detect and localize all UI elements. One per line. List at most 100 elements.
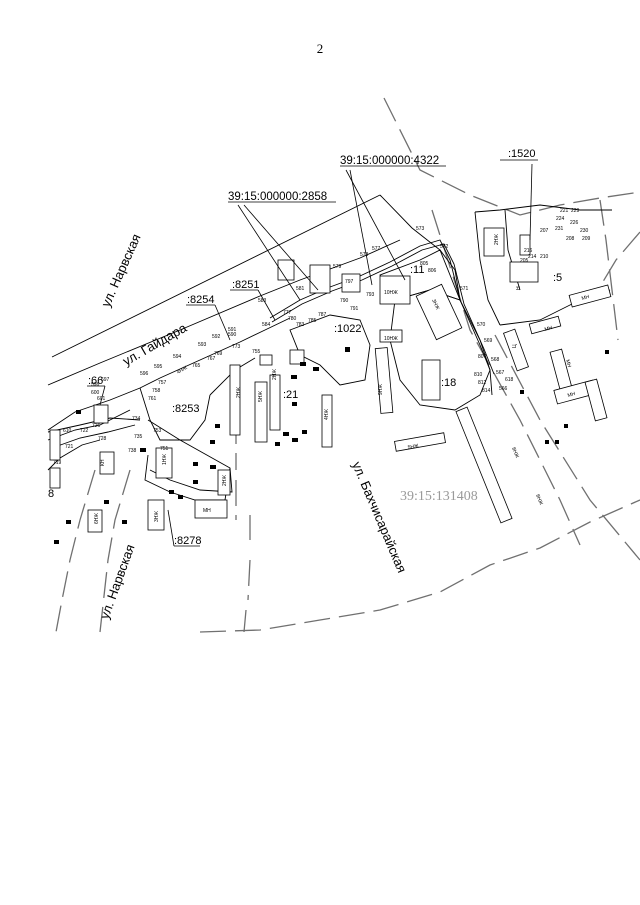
building-label: 9НЖ xyxy=(378,384,384,395)
callout-2858: 39:15:000000:2858 xyxy=(228,191,327,203)
building-label: 6НЖ xyxy=(94,513,100,524)
point-label: 578 xyxy=(360,252,369,258)
point-label: 598 xyxy=(91,382,100,388)
point-label: 214 xyxy=(528,254,537,260)
point-label: 790 xyxy=(340,298,349,304)
building-label: 3НЖ xyxy=(154,511,160,522)
quarter-boundary-lines xyxy=(55,97,640,633)
point-label: 755 xyxy=(252,349,261,355)
point-label: 230 xyxy=(580,228,589,234)
point-label: 601 xyxy=(97,396,106,402)
parcel-label-66: :66 xyxy=(88,375,103,387)
point-label: 221 xyxy=(560,208,569,214)
building-label: 2НЖ xyxy=(222,475,228,486)
point-label: 226 xyxy=(570,220,579,226)
point-label: 573 xyxy=(416,226,425,232)
point-label: 592 xyxy=(212,334,221,340)
point-label: 765 xyxy=(192,363,201,369)
parcel-label-8254: :8254 xyxy=(187,294,215,306)
point-label: 567 xyxy=(496,370,505,376)
point-label: 566 xyxy=(499,386,508,392)
small-structures xyxy=(54,347,609,544)
point-label: 618 xyxy=(505,377,514,383)
building-label: Ц xyxy=(512,344,518,348)
parcel-label-1022: :1022 xyxy=(334,323,362,335)
point-label: 572 xyxy=(440,244,449,250)
quarter-number: 39:15:131408 xyxy=(400,489,478,504)
building-label: МН xyxy=(567,391,576,399)
point-label: 210 xyxy=(540,254,549,260)
point-label: 597 xyxy=(101,377,110,383)
point-label: 735 xyxy=(134,434,143,440)
building-label: 4НЖ xyxy=(176,365,189,376)
point-label: 812 xyxy=(478,380,487,386)
building-label: 10НЖ xyxy=(384,290,398,296)
point-label: 577 xyxy=(372,246,381,252)
building-label: КН xyxy=(100,459,106,466)
point-label: 780 xyxy=(288,316,297,322)
point-label: 583 xyxy=(258,298,267,304)
building-label: МН xyxy=(203,508,211,514)
street-label-bakhchisaraiskaya: ул. Бахчисарайская xyxy=(349,459,409,575)
point-label: 208 xyxy=(566,236,575,242)
point-label: 761 xyxy=(148,396,157,402)
building-label: 8НЖ xyxy=(510,447,520,460)
point-label: 758 xyxy=(152,388,161,394)
parcel-label-8: 8 xyxy=(48,488,54,500)
point-label: 600 xyxy=(91,390,100,396)
point-label: 205 xyxy=(520,258,529,264)
point-label: 593 xyxy=(198,342,207,348)
point-label: 594 xyxy=(173,354,182,360)
street-label-gaidara: ул. Гайдара xyxy=(120,320,190,369)
point-label: 810 xyxy=(474,372,483,378)
point-label: 570 xyxy=(477,322,486,328)
point-label: 783 xyxy=(296,322,305,328)
point-label: 797 xyxy=(345,279,354,285)
street-label-narvskaya-top: ул. Нарвская xyxy=(98,232,144,310)
building-label: 3НЖ xyxy=(430,298,440,311)
building-label: 1НЖ xyxy=(162,454,168,465)
point-label: 805 xyxy=(420,261,429,267)
point-label: 806 xyxy=(428,268,437,274)
point-label: 569 xyxy=(484,338,493,344)
building-label: 5НЖ xyxy=(407,443,419,451)
point-label: 590 xyxy=(228,332,237,338)
point-label: 734 xyxy=(132,416,141,422)
building-label: 2НЖ xyxy=(494,234,500,245)
point-label: 785 xyxy=(308,318,317,324)
point-label: 753 xyxy=(153,428,162,434)
buildings xyxy=(49,227,612,533)
parcel-label-8253: :8253 xyxy=(172,403,200,415)
point-label: 209 xyxy=(582,236,591,242)
parcel-label-8251: :8251 xyxy=(232,279,260,291)
point-label: 791 xyxy=(350,306,359,312)
point-label: 568 xyxy=(491,357,500,363)
survey-point-labels: 573 572 571 570 569 568 567 566 618 577 … xyxy=(53,208,591,466)
building-label: 10НЖ xyxy=(384,336,398,342)
point-label: 610 xyxy=(63,428,72,434)
point-label: 767 xyxy=(207,356,216,362)
point-label: 793 xyxy=(366,292,375,298)
point-label: 773 xyxy=(232,344,241,350)
point-label: 719 xyxy=(53,460,62,466)
point-label: 229 xyxy=(571,208,580,214)
point-label: 581 xyxy=(296,286,305,292)
building-label: 5НЖ xyxy=(258,391,264,402)
point-label: 722 xyxy=(80,428,89,434)
callout-leaders xyxy=(87,159,538,547)
point-label: 807 xyxy=(478,354,487,360)
parcel-label-21: :21 xyxy=(283,389,298,401)
parcel-label-1520: :1520 xyxy=(508,148,536,160)
page-number: 2 xyxy=(316,41,324,56)
callout-4322: 39:15:000000:4322 xyxy=(340,155,439,167)
point-label: 787 xyxy=(318,312,327,318)
point-label: 751 xyxy=(160,446,169,452)
parcel-label-8278: :8278 xyxy=(174,535,202,547)
building-label: МН xyxy=(581,294,590,302)
building-labels: 2НЖ 5НЖ 4НЖ МН 3НЖ 2НЖ КН 6НЖ 1НЖ 9НЖ 10… xyxy=(94,234,590,524)
point-label: 726 xyxy=(92,423,101,429)
parcel-boundaries xyxy=(47,194,612,501)
point-label: 224 xyxy=(556,216,565,222)
point-label: 591 xyxy=(228,327,237,333)
